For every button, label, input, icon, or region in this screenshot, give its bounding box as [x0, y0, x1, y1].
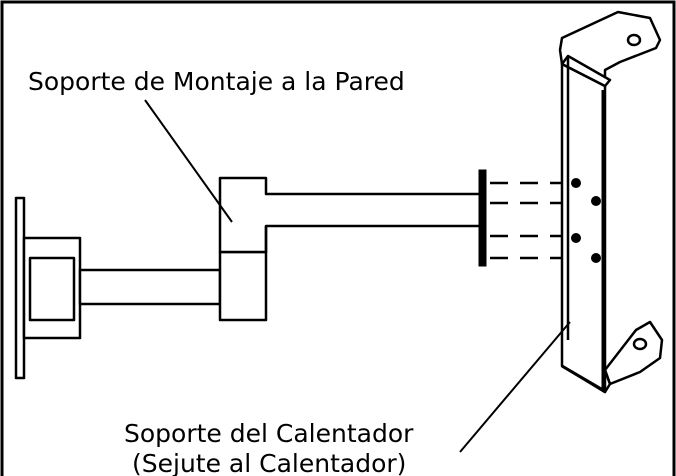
- heater-bracket-leader: [459, 321, 571, 453]
- pivot-joint: [218, 176, 482, 322]
- tab-holes: [626, 33, 648, 351]
- lower-arm: [78, 268, 222, 306]
- heater-bracket-label-line2: (Sejute al Calentador): [132, 449, 406, 476]
- fastener-guides: [490, 181, 592, 260]
- wall-bracket-label: Soporte de Montaje a la Pared: [28, 67, 405, 96]
- wall-plate: [14, 196, 82, 380]
- arm-front-plate: [478, 169, 487, 267]
- bracket-edge-shading: [561, 90, 605, 392]
- wall-bracket-leader: [144, 99, 233, 223]
- heater-bracket-label-line1: Soporte del Calentador: [124, 419, 414, 448]
- mounting-holes: [571, 178, 601, 263]
- bottom-tab-hole: [632, 337, 648, 351]
- top-tab-hole: [626, 33, 642, 47]
- heater-bracket: [558, 10, 664, 394]
